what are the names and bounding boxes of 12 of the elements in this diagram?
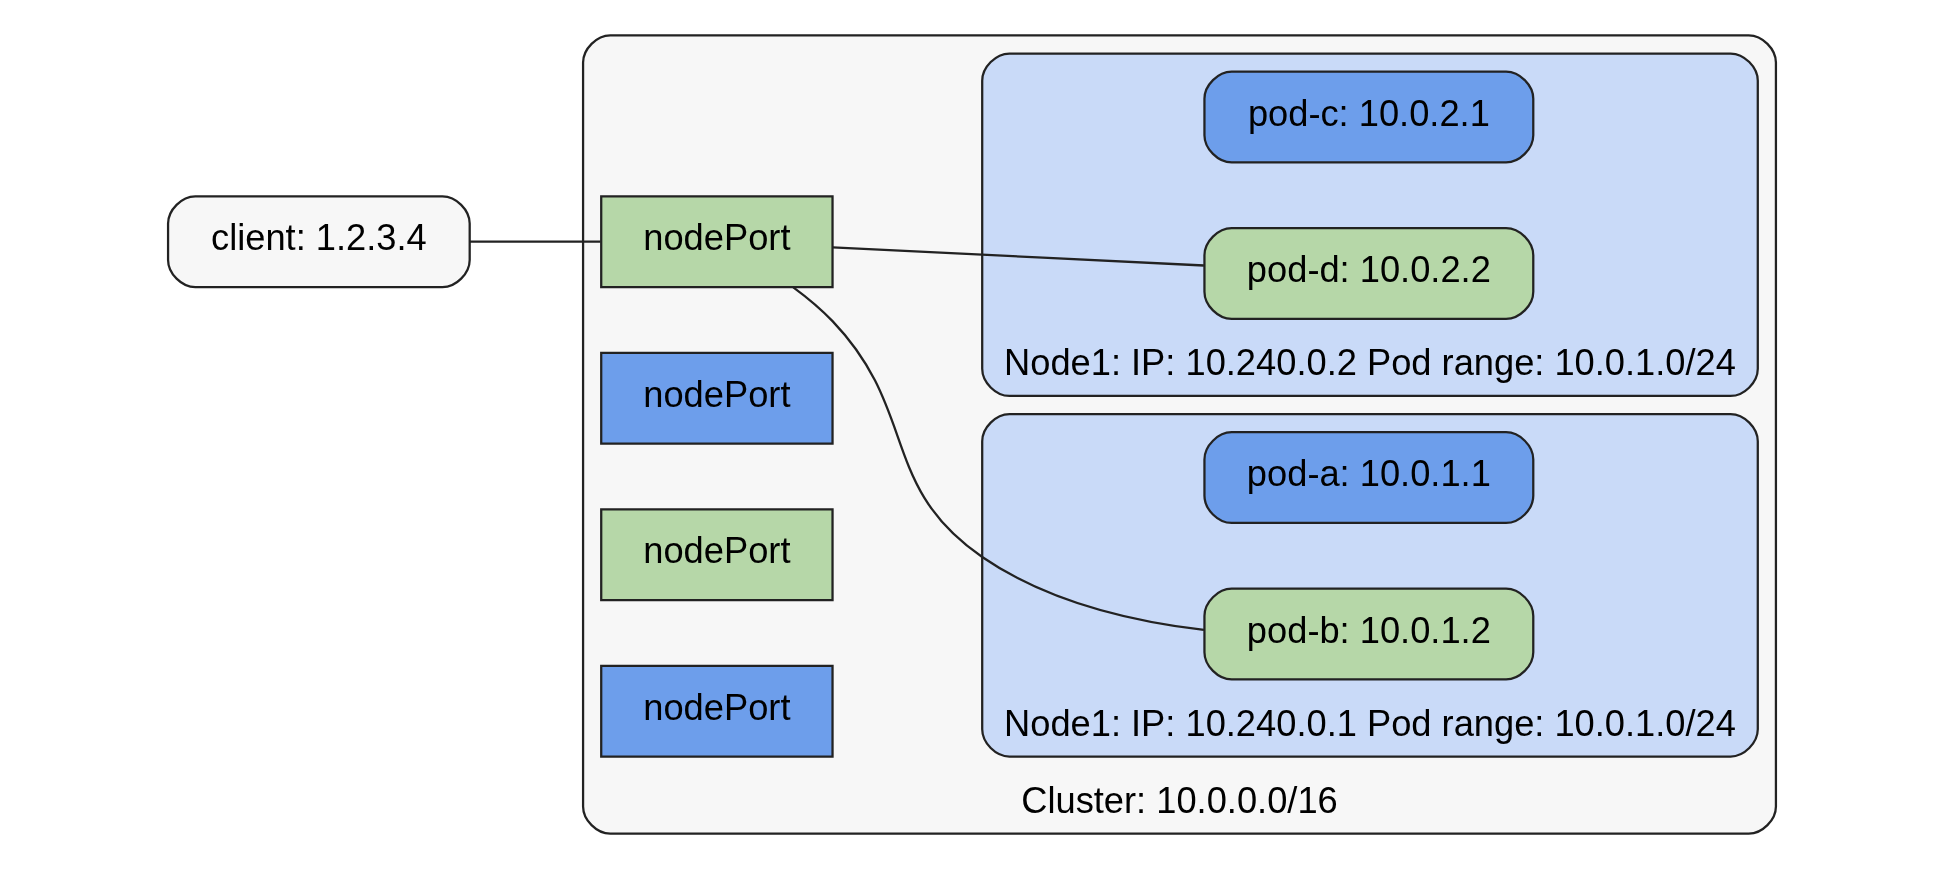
node-box: nodePort	[600, 195, 834, 289]
node-box: pod-b: 10.0.1.2	[1203, 587, 1535, 681]
connector	[832, 246, 1204, 267]
connector	[792, 286, 1205, 632]
node-box: nodePort	[600, 664, 834, 758]
node-box: pod-c: 10.0.2.1	[1203, 70, 1535, 164]
node-box: pod-a: 10.0.1.1	[1203, 431, 1535, 525]
node-box: nodePort	[600, 508, 834, 602]
node-box: nodePort	[600, 351, 834, 445]
connector	[469, 240, 601, 243]
node-box: client: 1.2.3.4	[166, 195, 471, 289]
node-box: pod-d: 10.0.2.2	[1203, 227, 1535, 320]
